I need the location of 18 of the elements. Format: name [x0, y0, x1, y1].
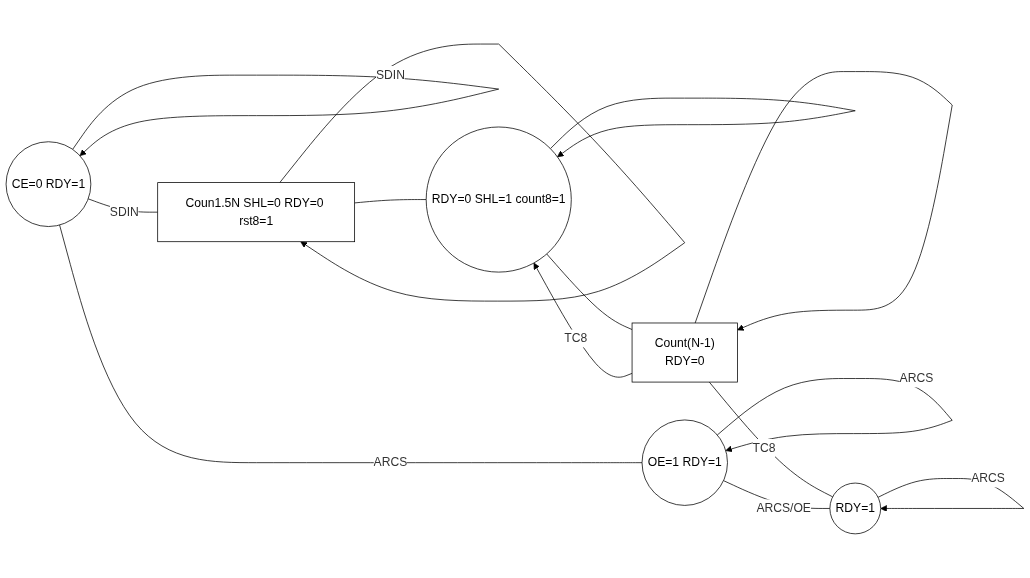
edge-label: TC8 [564, 331, 588, 345]
node-circle: RDY=0 SHL=1 count8=1 [425, 126, 572, 273]
edge-label: SDIN [375, 68, 405, 82]
node-box: Count(N-1) RDY=0 [631, 322, 738, 383]
edge-label: ARCS [899, 371, 934, 385]
node-circle: OE=1 RDY=1 [641, 419, 728, 506]
node-box: Coun1.5N SHL=0 RDY=0 rst8=1 [157, 182, 355, 243]
connector [708, 381, 834, 498]
connector [59, 224, 643, 464]
connector [546, 253, 633, 330]
edge-label: SDIN [109, 205, 139, 219]
edge-label: TC8 [752, 441, 776, 455]
connector [354, 199, 427, 204]
edge-label: ARCS/OE [756, 501, 811, 515]
node-circle: RDY=1 [829, 482, 882, 535]
node-circle: CE=0 RDY=1 [5, 141, 92, 227]
edge-label: ARCS [971, 471, 1005, 485]
edge-label: ARCS [373, 455, 408, 469]
